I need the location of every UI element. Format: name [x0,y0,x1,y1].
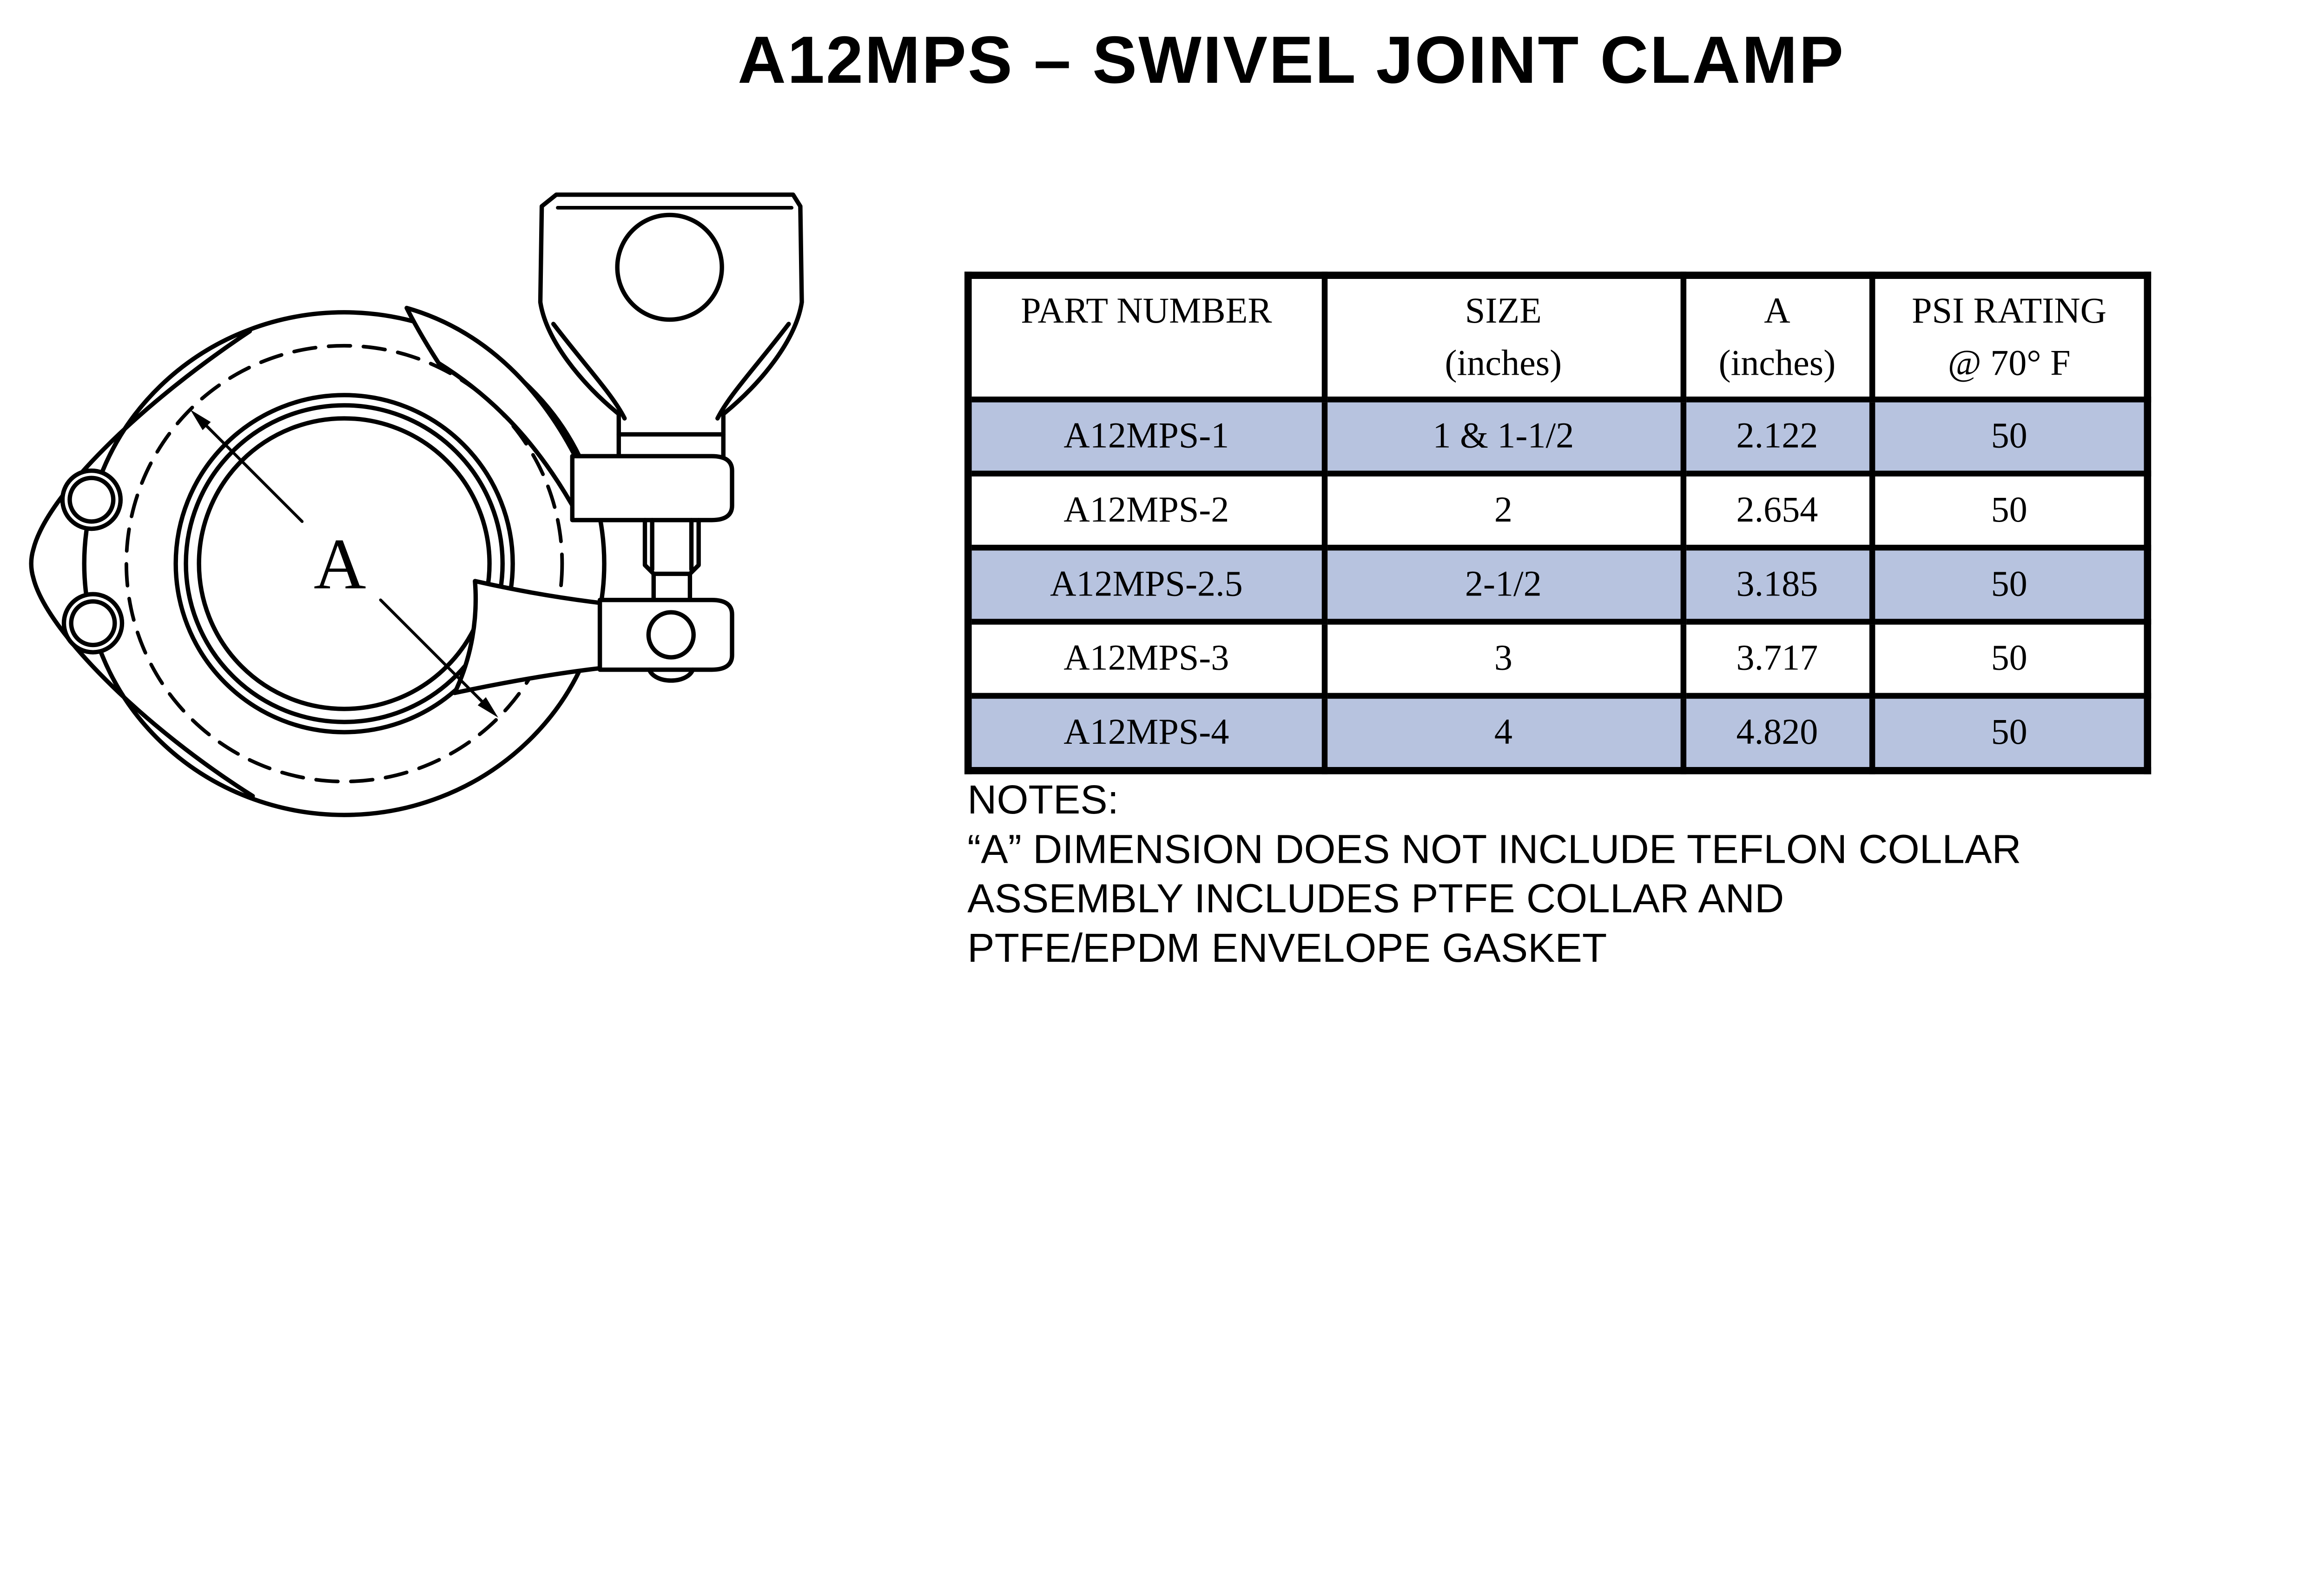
bolt-end-arc [647,667,695,683]
pitch-dashed-circle [124,344,564,784]
page-title: A12MPS – SWIVEL JOINT CLAMP [738,21,1845,98]
header-size: SIZE (inches) [1321,272,1686,403]
upper-lug [570,454,734,522]
clamp-outer-ring [82,310,607,817]
cell-size: 1 & 1-1/2 [1321,397,1686,476]
cell-size: 2-1/2 [1321,544,1686,625]
bore-circle [197,416,492,711]
note-line: PTFE/EPDM ENVELOPE GASKET [967,925,1607,971]
cell-part-number: A12MPS-2.5 [965,544,1327,625]
cell-a-dimension: 2.654 [1680,470,1875,551]
cell-psi-rating: 50 [1868,619,2151,699]
cell-part-number: A12MPS-4 [965,693,1327,774]
notes-block: NOTES: “A” DIMENSION DOES NOT INCLUDE TE… [967,776,2021,973]
lug-pin-hole [646,610,696,660]
wing-nut-hole [615,212,724,322]
header-line2: (inches) [1445,344,1562,384]
cell-psi-rating: 50 [1868,544,2151,625]
dimension-label: A [314,524,366,604]
cell-psi-rating: 50 [1868,693,2151,774]
cell-psi-rating: 50 [1868,397,2151,476]
header-a-dimension: A (inches) [1680,272,1875,403]
header-line1: A [1764,292,1790,331]
wing-nut [538,192,804,460]
cell-part-number: A12MPS-3 [965,619,1327,699]
header-psi-rating: PSI RATING @ 70° F [1868,272,2151,403]
hinge-lobe [29,329,255,799]
header-part-number: PART NUMBER [965,272,1327,403]
header-line2: (inches) [1718,344,1836,384]
dimension-arrow-upper [190,410,211,430]
hinge-pin-bottom [61,592,125,655]
cell-a-dimension: 2.122 [1680,397,1875,476]
cell-size: 4 [1321,693,1686,774]
bolt [642,518,701,608]
header-line1: PART NUMBER [1021,292,1272,331]
cell-part-number: A12MPS-1 [965,397,1327,476]
dimension-arrow-lower [477,697,498,718]
cell-psi-rating: 50 [1868,470,2151,551]
hinge-pin-top [60,468,123,531]
dimension-line [190,410,498,718]
lower-lug [597,597,734,683]
cell-size: 3 [1321,619,1686,699]
lower-arm [452,579,602,695]
cell-part-number: A12MPS-2 [965,470,1327,551]
ferrule-ring-inner [184,403,505,724]
cell-a-dimension: 3.185 [1680,544,1875,625]
spec-sheet-page: A12MPS – SWIVEL JOINT CLAMP [29,21,2152,973]
header-line1: PSI RATING [1912,292,2107,331]
note-line: ASSEMBLY INCLUDES PTFE COLLAR AND [967,876,1784,921]
header-row: PART NUMBER SIZE (inches) A (inches) PSI… [965,272,2151,403]
spec-table: PART NUMBER SIZE (inches) A (inches) PSI… [964,271,2152,774]
cell-a-dimension: 4.820 [1680,693,1875,774]
cell-a-dimension: 3.717 [1680,619,1875,699]
upper-arm [404,305,581,518]
note-line: “A” DIMENSION DOES NOT INCLUDE TEFLON CO… [967,827,2021,872]
cell-size: 2 [1321,470,1686,551]
ferrule-ring-outer [173,393,515,734]
header-line1: SIZE [1465,292,1542,331]
header-line2 [974,338,1318,391]
clamp-drawing: A [29,192,804,817]
header-line2: @ 70° F [1948,344,2071,384]
notes-heading: NOTES: [967,777,1119,822]
spec-table-header: PART NUMBER SIZE (inches) A (inches) PSI… [965,272,2151,403]
